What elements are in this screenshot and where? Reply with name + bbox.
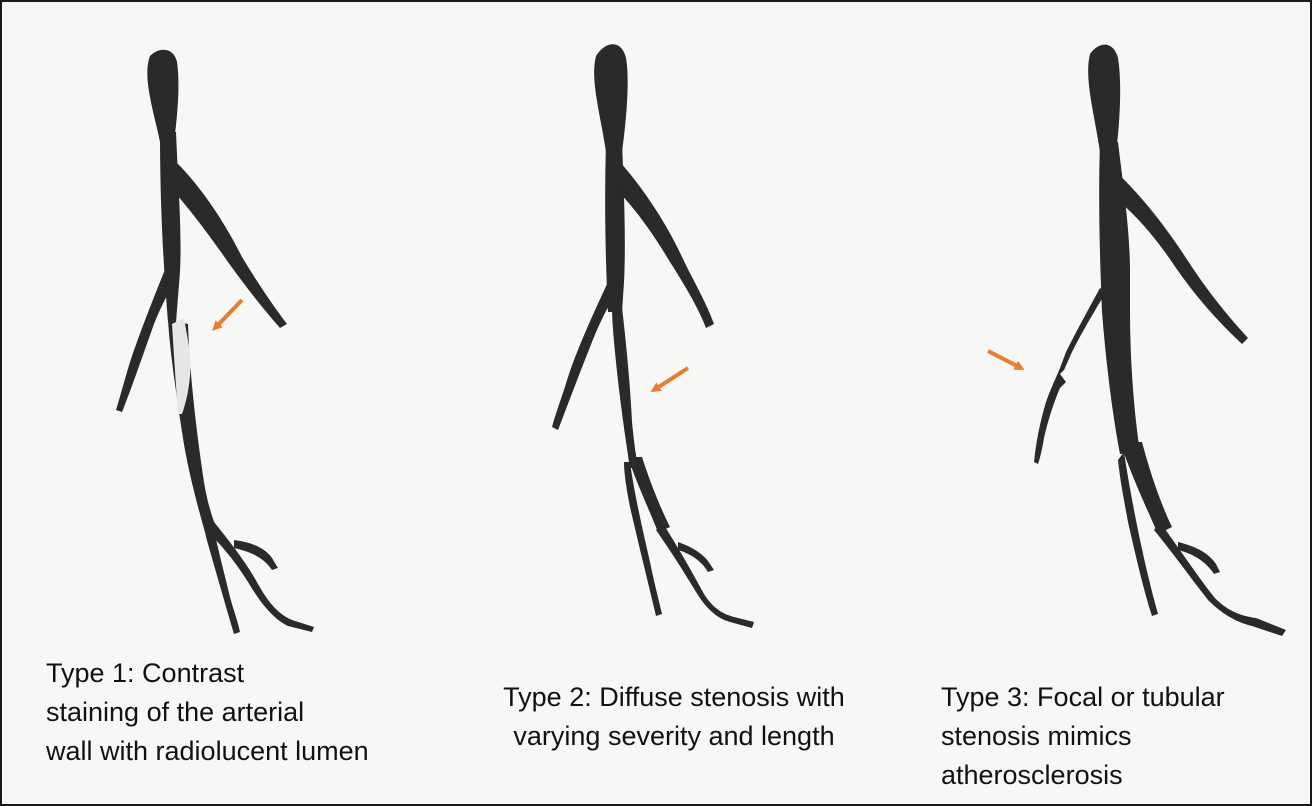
caption-type-3: Type 3: Focal or tubular stenosis mimics…	[941, 678, 1225, 795]
arrow-type-2	[654, 368, 688, 390]
vessel-type-1	[116, 50, 314, 634]
caption-type-1: Type 1: Contrast staining of the arteria…	[46, 654, 369, 771]
caption-type-1-line: staining of the arterial	[46, 693, 369, 732]
caption-type-2: Type 2: Diffuse stenosis with varying se…	[439, 678, 909, 756]
vessel-type-2	[552, 44, 754, 628]
arrow-type-1	[215, 300, 242, 328]
caption-type-2-line: Type 2: Diffuse stenosis with	[439, 678, 909, 717]
arrow-type-3	[988, 351, 1021, 368]
caption-type-3-line: Type 3: Focal or tubular	[941, 678, 1225, 717]
caption-type-3-line: stenosis mimics	[941, 717, 1225, 756]
vessel-type-3	[1034, 45, 1286, 636]
caption-type-3-line: atherosclerosis	[941, 756, 1225, 795]
caption-type-1-line: Type 1: Contrast	[46, 654, 369, 693]
caption-type-1-line: wall with radiolucent lumen	[46, 732, 369, 771]
caption-type-2-line: varying severity and length	[439, 717, 909, 756]
